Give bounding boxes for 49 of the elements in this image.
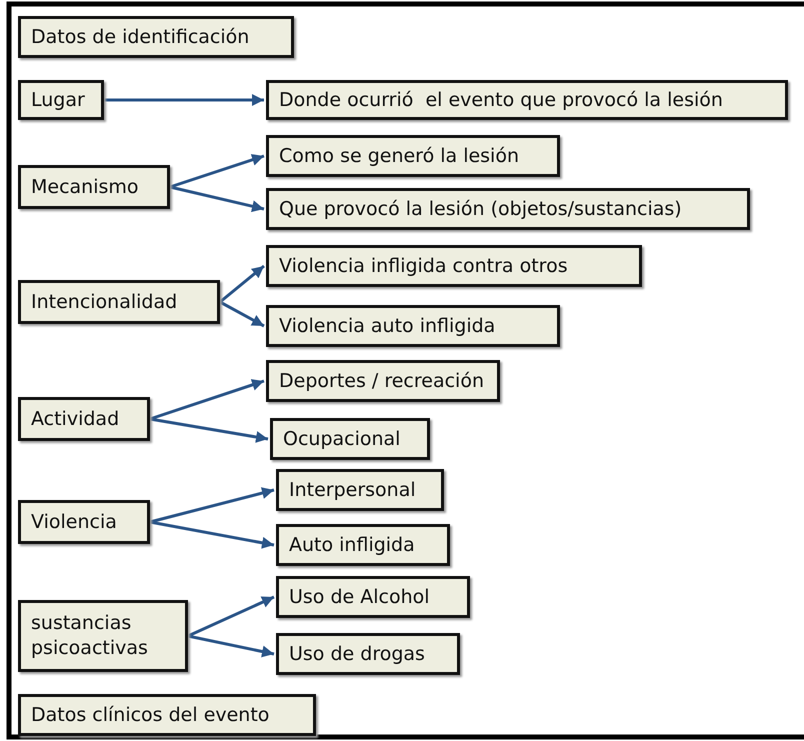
category-box (18, 280, 220, 324)
box-label: Lugar (31, 88, 85, 112)
arrow (170, 154, 264, 188)
box-label: Datos clínicos del evento (31, 702, 270, 728)
arrow (150, 379, 264, 420)
box-label: Interpersonal (289, 478, 416, 502)
category-box (276, 469, 444, 511)
arrow (187, 596, 275, 638)
category-box (266, 135, 560, 177)
category-box (266, 360, 500, 402)
box-label: Violencia auto infligida (279, 314, 496, 338)
arrow (104, 94, 264, 106)
category-box (266, 305, 560, 347)
box-label: Ocupacional (283, 426, 400, 452)
box-label: Auto infligida (289, 532, 415, 558)
arrow (219, 300, 265, 328)
category-box (266, 80, 788, 120)
category-box (276, 576, 470, 618)
box-label: sustancias psicoactivas (31, 611, 149, 661)
box-label: Intencionalidad (31, 290, 178, 314)
category-box (18, 600, 188, 672)
category-box (18, 80, 104, 120)
arrow (188, 634, 274, 658)
box-label: Uso de Alcohol (289, 584, 430, 610)
box-label: Como se generó la lesión (279, 144, 520, 168)
box-label: Donde ocurrió el evento que provocó la lesión (279, 88, 723, 112)
arrow (150, 418, 268, 443)
category-box (270, 418, 430, 460)
box-label: Mecanismo (31, 174, 139, 200)
category-box (18, 16, 294, 58)
box-label: Uso de drogas (289, 642, 425, 666)
arrow (150, 487, 274, 524)
box-label: Violencia infligida contra otros (279, 254, 568, 278)
box-label: Datos de identificación (31, 24, 250, 50)
category-box (266, 245, 642, 287)
box-label: Deportes / recreación (279, 368, 484, 394)
arrow (170, 186, 264, 212)
box-label: Que provocó la lesión (objetos/sustancias) (279, 196, 682, 222)
box-label: Actividad (31, 406, 120, 432)
category-box (276, 633, 460, 675)
category-box (266, 188, 750, 230)
box-label: Violencia (31, 510, 117, 534)
category-box (18, 165, 170, 209)
arrow (219, 264, 265, 304)
category-box (18, 500, 150, 544)
arrow (150, 520, 274, 549)
category-box (18, 397, 150, 441)
category-box (276, 524, 450, 566)
category-box (18, 694, 316, 736)
